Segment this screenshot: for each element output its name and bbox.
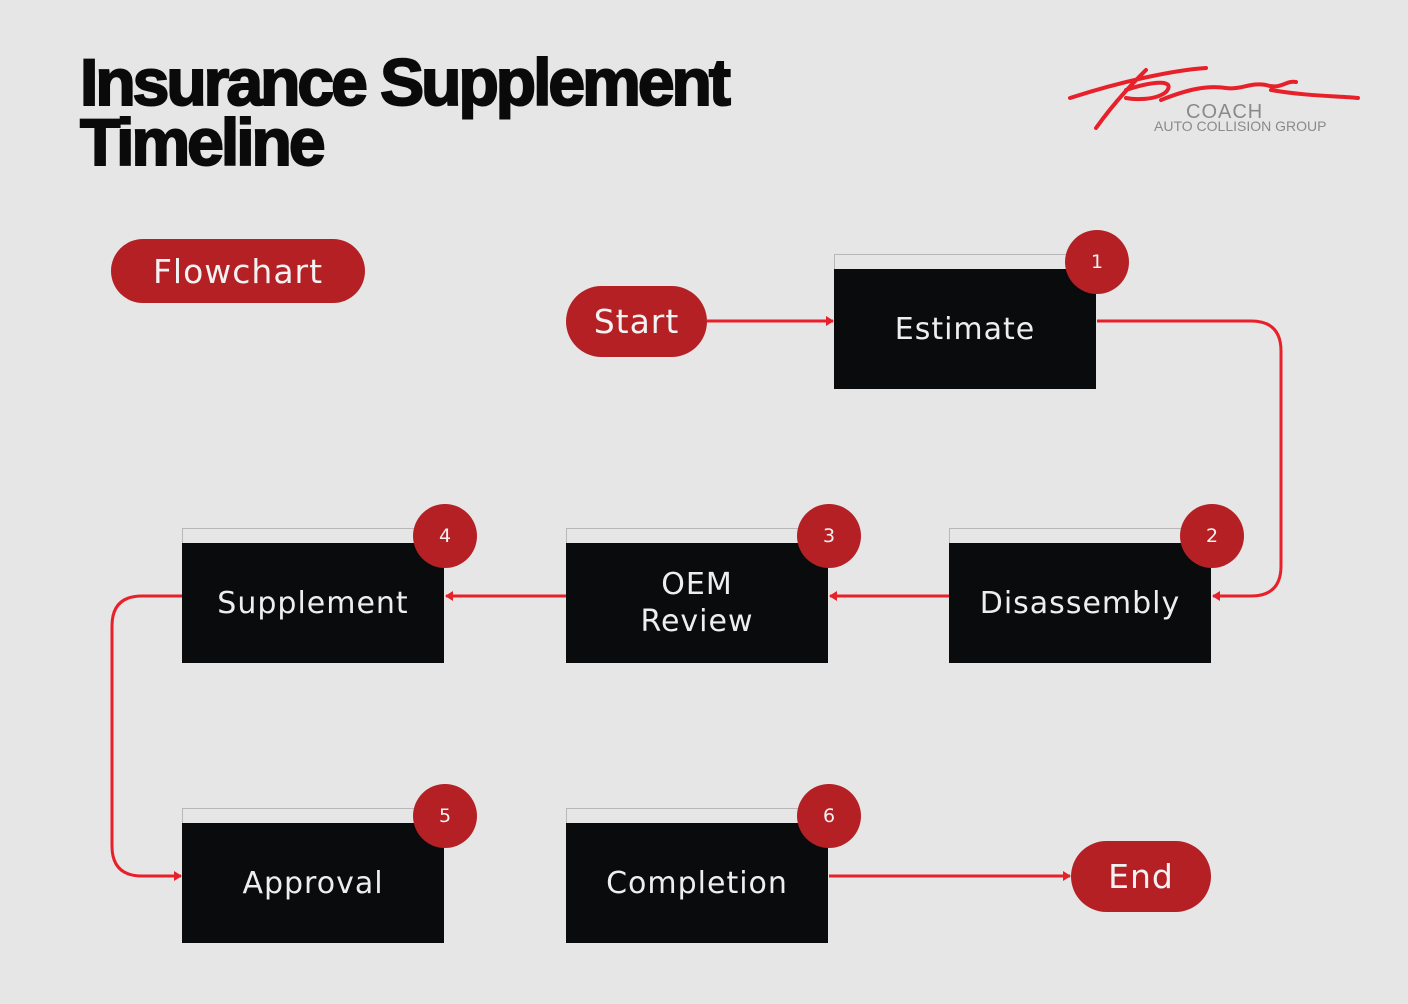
step-number-2: 2 (1180, 504, 1244, 568)
logo-coach-text: COACH (1186, 101, 1264, 123)
step-number-6: 6 (797, 784, 861, 848)
arrow-supplement-to-approval (110, 594, 182, 881)
title-line-2: Timeline (79, 105, 327, 179)
step-completion: Completion (566, 823, 828, 943)
step-number-1: 1 (1065, 230, 1129, 294)
step-frame (834, 254, 1096, 269)
end-node: End (1071, 841, 1211, 912)
step-number-5: 5 (413, 784, 477, 848)
step-approval: Approval (182, 823, 444, 943)
logo-group-text: AUTO COLLISION GROUP (1154, 118, 1327, 134)
flowchart-badge: Flowchart (111, 239, 365, 303)
step-oem-review: OEM Review (566, 543, 828, 663)
step-supplement: Supplement (182, 543, 444, 663)
step-frame (182, 808, 444, 823)
page-title: Insurance Supplement Timeline (79, 45, 732, 179)
arrow-estimate-to-disassembly (1097, 319, 1283, 601)
step-number-3: 3 (797, 504, 861, 568)
premier-logo-script (1068, 66, 1360, 130)
step-frame (949, 528, 1211, 543)
step-disassembly: Disassembly (949, 543, 1211, 663)
step-frame (182, 528, 444, 543)
step-estimate: Estimate (834, 269, 1096, 389)
start-node: Start (566, 286, 707, 357)
step-frame (566, 528, 828, 543)
title-line-1: Insurance Supplement (79, 45, 732, 119)
step-frame (566, 808, 828, 823)
step-number-4: 4 (413, 504, 477, 568)
